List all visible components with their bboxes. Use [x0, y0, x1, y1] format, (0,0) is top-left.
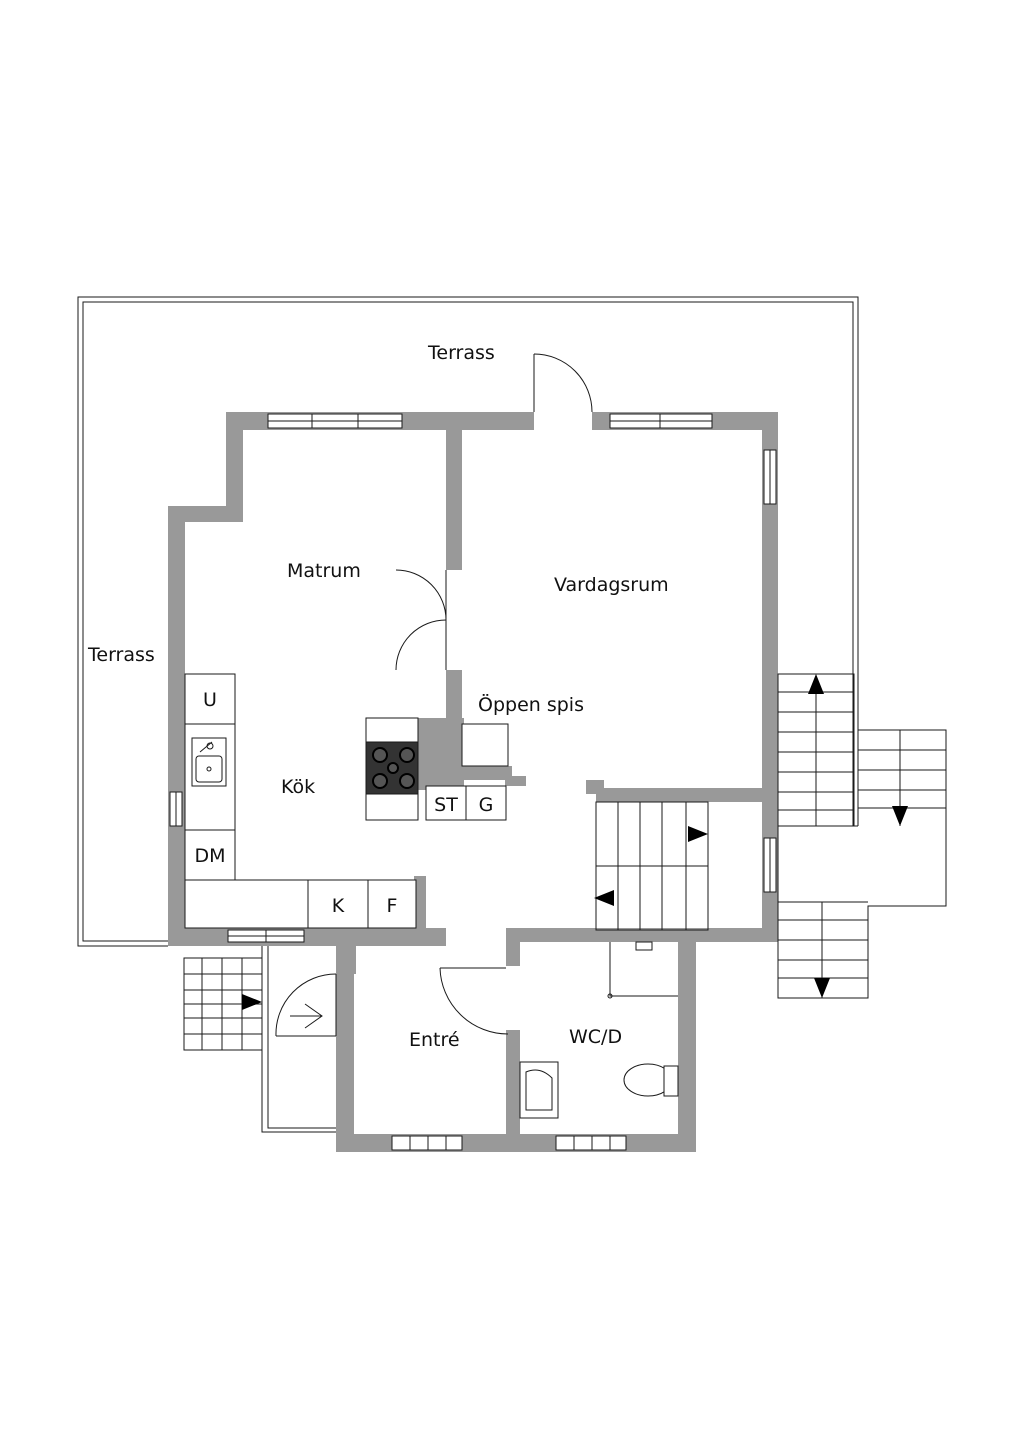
- label-wc: WC/D: [569, 1026, 622, 1048]
- room-labels: Terrass Terrass Matrum Vardagsrum Öppen …: [87, 342, 669, 1051]
- label-terrace-top: Terrass: [427, 342, 495, 364]
- doors: [275, 353, 593, 1037]
- label-g: G: [479, 794, 494, 816]
- kitchen-fixtures: [184, 673, 509, 929]
- interior-stairs: [594, 801, 709, 931]
- label-dishwasher: DM: [194, 845, 225, 867]
- label-living: Vardagsrum: [554, 574, 669, 596]
- label-fireplace: Öppen spis: [478, 693, 584, 716]
- label-dining: Matrum: [287, 560, 361, 582]
- terrace-outline: [77, 296, 859, 947]
- label-terrace-left: Terrass: [87, 644, 155, 666]
- walls: [168, 412, 778, 1152]
- label-stove: ST: [434, 794, 458, 816]
- wc-fixtures: [519, 941, 679, 1119]
- exterior-stairs-right: [777, 673, 947, 999]
- label-freezer: U: [203, 689, 217, 711]
- exterior-stairs-left: [183, 946, 336, 1133]
- label-fridge: K: [332, 895, 345, 917]
- label-kitchen: Kök: [281, 776, 315, 798]
- appliance-labels: U DM K F ST G: [194, 689, 493, 917]
- label-freezer2: F: [387, 895, 398, 917]
- windows: [169, 413, 777, 1151]
- label-entrance: Entré: [409, 1029, 460, 1051]
